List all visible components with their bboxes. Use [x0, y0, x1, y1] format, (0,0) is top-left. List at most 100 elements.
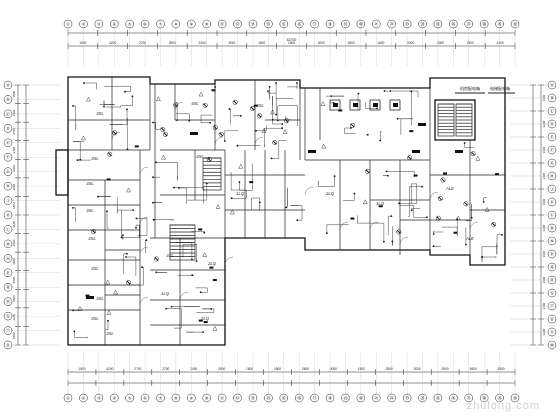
- top-axis-bubble-circle: [264, 19, 273, 29]
- door-swing: [254, 136, 264, 146]
- light-fixture-cross: [154, 257, 159, 261]
- note-elevator-panel: 电梯配电箱: [490, 85, 510, 91]
- interior-partitions: [68, 77, 505, 345]
- light-fixture-symbol: [232, 99, 238, 105]
- socket-outlet-symbol: [443, 172, 448, 175]
- top-axis-bubble: ㉚: [513, 21, 517, 27]
- bottom-axis-bubble-circle: [449, 393, 458, 403]
- light-fixture-symbol: [435, 215, 441, 221]
- bottom-dimension-text: 2500: [386, 367, 393, 371]
- right-axis-bubble-circle: [547, 119, 557, 129]
- junction-dot: [366, 133, 369, 136]
- light-fixture-symbol: [463, 201, 469, 207]
- left-axis-bubble-circle: [3, 311, 13, 321]
- bottom-axis-bubble-circle: [125, 393, 134, 403]
- light-fixture-symbol: [202, 102, 208, 108]
- top-axis-bubble: ㉑: [374, 21, 378, 27]
- top-dimension-text: 4200: [109, 41, 116, 45]
- room-circuit-label: 3XL: [91, 316, 99, 321]
- light-fixture-symbol: [365, 168, 370, 174]
- bottom-axis-bubble: ⑫: [236, 395, 240, 401]
- junction-dot: [390, 215, 393, 218]
- left-dimension-text: 2700: [12, 128, 16, 135]
- bottom-axis-bubble: ⑲: [343, 395, 347, 401]
- light-fixture-symbol: [91, 229, 97, 234]
- junction-dot: [239, 114, 242, 117]
- right-axis-bubble-circle: [547, 80, 557, 90]
- right-dimension-text: 2400: [542, 302, 546, 309]
- right-axis-bubble-circle: [547, 288, 557, 298]
- light-fixture-cross: [257, 113, 262, 118]
- socket-outlet-symbol: [211, 89, 216, 92]
- door-swing: [179, 291, 189, 301]
- top-dimension-text: 3000: [318, 41, 325, 45]
- junction-dot: [106, 210, 108, 213]
- top-axis-bubble: ⑱: [328, 21, 332, 27]
- right-axis-bubble-circle: [547, 93, 557, 103]
- bottom-axis-bubble: ②: [82, 396, 86, 401]
- bottom-dimension-text: 2700: [162, 367, 169, 371]
- junction-dot: [228, 108, 231, 110]
- junction-dot: [125, 256, 127, 258]
- bottom-dimension-text: 3000: [414, 367, 421, 371]
- wiring-run: [123, 253, 127, 274]
- left-axis-bubble: Ⓑ: [6, 96, 10, 102]
- room-circuit-label: 2LQ: [207, 261, 217, 266]
- junction-dot: [135, 217, 138, 220]
- wiring-run: [387, 215, 392, 236]
- right-axis-bubble: Ⓗ: [550, 173, 554, 179]
- light-fixture-cross: [160, 127, 165, 132]
- balcony-left: [55, 149, 69, 196]
- left-axis-bubble: Ⓠ: [6, 284, 10, 290]
- electrical-wiring: [73, 82, 502, 338]
- bottom-dimension-text: 4200: [106, 367, 113, 371]
- wiring-run: [496, 234, 502, 255]
- top-axis-bubble-circle: [310, 19, 319, 29]
- wiring-run: [286, 187, 288, 208]
- door-swing: [174, 101, 184, 111]
- top-axis-bubble: ㉕: [436, 21, 440, 27]
- top-axis-bubble: ⑰: [313, 21, 317, 27]
- left-axis-bubble-circle: [3, 196, 13, 205]
- top-axis-bubble: ㉓: [405, 21, 409, 27]
- top-dimension-text: 1800: [348, 41, 355, 45]
- door-swing: [139, 296, 149, 306]
- top-dimension-text: 2700: [139, 41, 146, 45]
- top-axis-bubble-circle: [356, 19, 366, 29]
- light-fixture-cross: [163, 132, 168, 137]
- bottom-dimension-text: 2700: [134, 367, 141, 371]
- wiring-run: [483, 197, 487, 202]
- right-axis-bubble: Ⓓ: [550, 121, 554, 127]
- junction-dot: [73, 330, 76, 333]
- left-axis-bubble: Ⓡ: [6, 298, 10, 304]
- room-circuit-label: 3XL: [91, 156, 99, 161]
- junction-dot: [465, 243, 467, 246]
- light-fixture-symbol: [407, 155, 413, 161]
- fixture-box: [329, 99, 341, 111]
- socket-outlet-symbol: [413, 174, 418, 177]
- right-axis-bubble-circle: [547, 340, 557, 350]
- top-axis-bubble-circle: [140, 19, 150, 29]
- wiring-run: [73, 105, 77, 131]
- bottom-axis-bubble-circle: [356, 393, 366, 403]
- light-fixture-cross: [173, 103, 178, 107]
- top-dimension-text: 3900: [169, 41, 176, 45]
- top-axis-bubble: ⑭: [266, 21, 270, 27]
- light-fixture-cross: [112, 131, 117, 135]
- light-fixture-cross: [126, 280, 131, 285]
- top-dimension-text: 1800: [258, 41, 265, 45]
- junction-dot: [203, 231, 206, 234]
- left-axis-bubble-circle: [3, 80, 13, 90]
- top-axis-bubble-circle: [109, 19, 119, 29]
- switch-symbol: [215, 204, 221, 209]
- wiring-run: [175, 242, 193, 260]
- fixture-box-fill: [373, 103, 378, 107]
- junction-dot: [141, 266, 143, 269]
- light-fixture-symbol: [107, 151, 113, 157]
- room-circuit-label: 3XL: [86, 181, 94, 186]
- bottom-axis-bubble: ③: [97, 396, 101, 401]
- wiring-run: [173, 187, 204, 204]
- junction-dot: [396, 117, 399, 120]
